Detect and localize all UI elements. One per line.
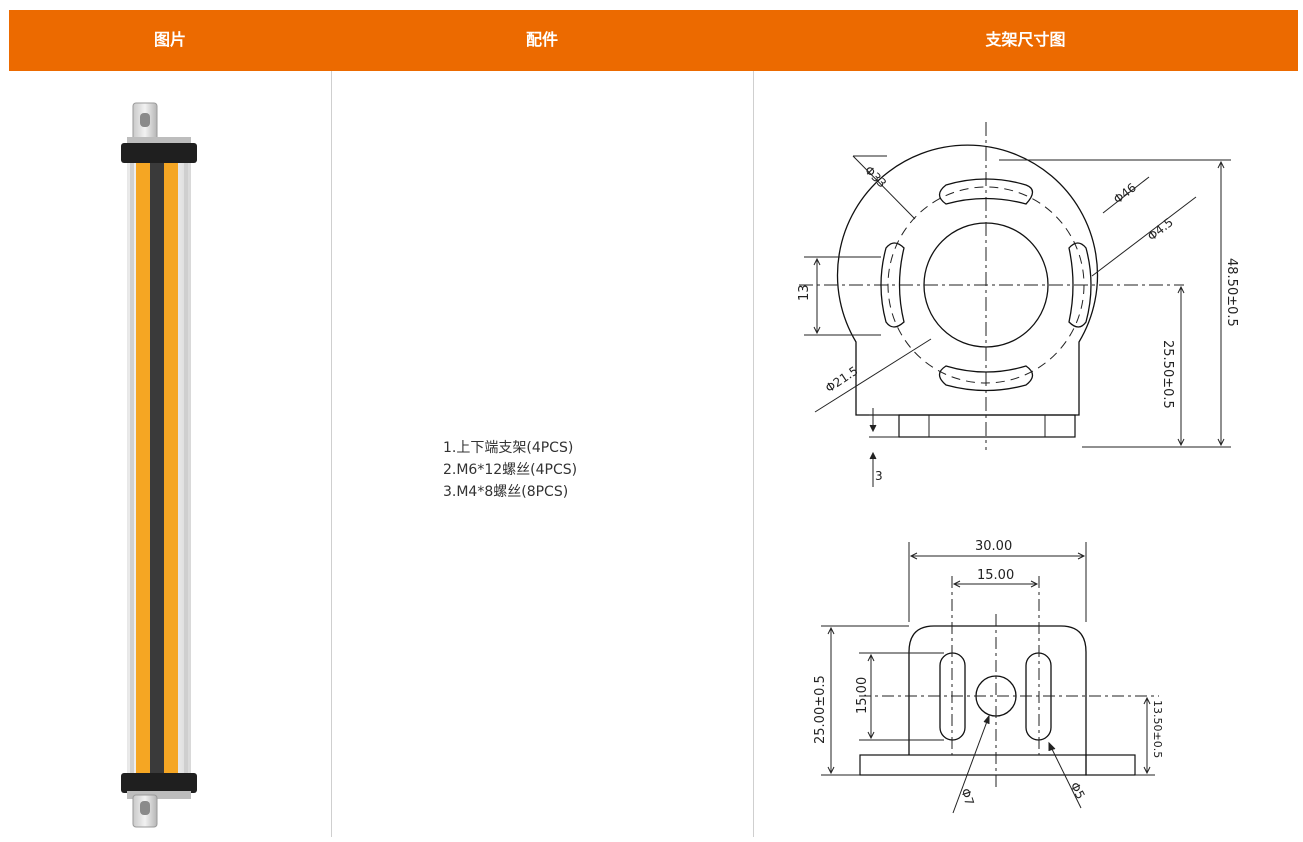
accessory-item: 1.上下端支架(4PCS) bbox=[443, 440, 574, 456]
header-accessories: 配件 bbox=[525, 32, 558, 49]
dim-phi7: Φ7 bbox=[958, 787, 977, 808]
dim-25-00: 25.00±0.5 bbox=[813, 675, 828, 744]
light-curtain-image bbox=[121, 102, 197, 828]
front-view-drawing: 30.00 15.00 25.00±0.5 15.00 bbox=[813, 539, 1164, 814]
dim-25-50: 25.50±0.5 bbox=[1160, 340, 1175, 409]
dim-phi46: Φ46 bbox=[1111, 180, 1139, 206]
dim-15-side: 15.00 bbox=[855, 677, 870, 714]
dim-phi21-5: Φ21.5 bbox=[823, 364, 861, 396]
dim-13-50: 13.50±0.5 bbox=[1151, 700, 1164, 758]
table-header: 图片 配件 支架尺寸图 bbox=[9, 10, 1298, 71]
bracket-dimension-drawing: Φ33 Φ46 Φ4.5 Φ21.5 13 bbox=[797, 122, 1239, 814]
dim-15-top: 15.00 bbox=[977, 568, 1014, 583]
accessories-cell: 1.上下端支架(4PCS) 2.M6*12螺丝(4PCS) 3.M4*8螺丝(8… bbox=[331, 71, 753, 837]
dim-phi4-5: Φ4.5 bbox=[1145, 215, 1176, 244]
dim-13: 13 bbox=[797, 284, 812, 301]
header-bracket-dimensions: 支架尺寸图 bbox=[985, 32, 1066, 49]
dim-phi33: Φ33 bbox=[862, 163, 889, 190]
dim-3: 3 bbox=[875, 469, 883, 483]
dim-30: 30.00 bbox=[975, 539, 1012, 554]
column-divider bbox=[331, 71, 332, 837]
column-divider bbox=[753, 71, 754, 837]
accessory-item: 2.M6*12螺丝(4PCS) bbox=[443, 462, 578, 478]
dim-phi5: Φ5 bbox=[1067, 780, 1087, 802]
product-image-cell bbox=[9, 71, 331, 837]
accessories-list: 1.上下端支架(4PCS) 2.M6*12螺丝(4PCS) 3.M4*8螺丝(8… bbox=[443, 437, 577, 503]
accessory-item: 3.M4*8螺丝(8PCS) bbox=[443, 484, 569, 500]
top-view-drawing: Φ33 Φ46 Φ4.5 Φ21.5 13 bbox=[797, 122, 1239, 487]
spec-table: 图片 配件 支架尺寸图 bbox=[9, 10, 1298, 837]
dim-48-50: 48.50±0.5 bbox=[1224, 258, 1239, 327]
bracket-drawing-cell: Φ33 Φ46 Φ4.5 Φ21.5 13 bbox=[753, 71, 1298, 837]
header-image: 图片 bbox=[153, 32, 186, 49]
